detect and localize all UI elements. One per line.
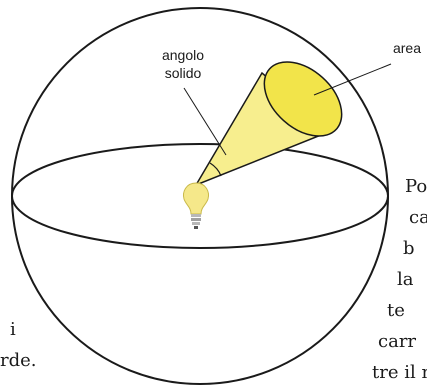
equator-back-arc [11,143,389,197]
background-text: Po ca b la te carr tre il ne i rde. [0,176,427,383]
bg-text-right-3: la [397,269,414,290]
bg-text-right-5: carr [378,331,416,352]
solid-angle-label-line1: angolo [162,47,204,63]
bg-text-left-1: rde. [0,350,37,371]
area-leader-line [313,63,392,96]
area-patch [263,61,343,137]
bg-text-right-4: te [387,300,405,321]
area-label: area [393,40,421,56]
bg-text-right-0: Po [405,176,427,197]
bg-text-left-0: i [10,319,16,340]
solid-angle-leader-line [183,87,227,156]
sphere-outline [11,7,389,385]
solid-angle-arc [209,162,222,177]
bg-text-right-1: ca [409,207,427,228]
solid-angle-label-line2: solido [165,65,202,81]
bg-text-right-2: b [403,238,415,259]
equator-front-arc [11,195,389,249]
light-bulb-icon [183,182,209,229]
bg-text-right-6: tre il ne [372,362,427,383]
